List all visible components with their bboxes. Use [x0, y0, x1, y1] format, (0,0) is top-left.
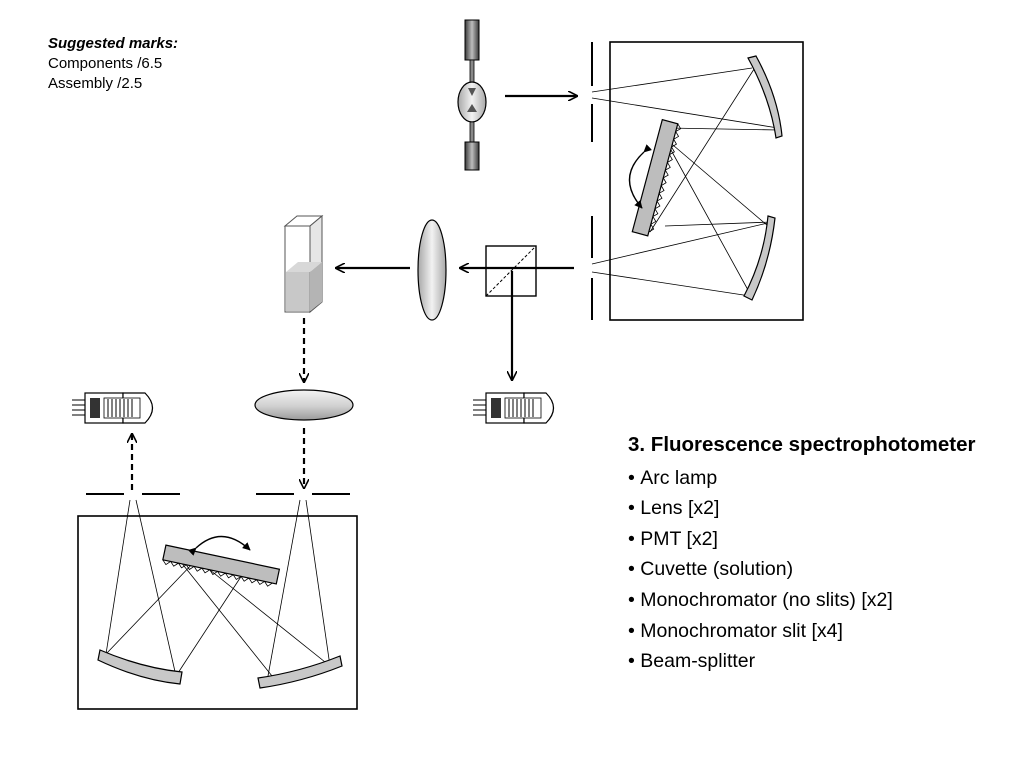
cuvette-icon: [283, 214, 324, 314]
mirror-icon: [743, 215, 776, 301]
list-item: Monochromator (no slits) [x2]: [628, 585, 975, 616]
marks-assembly: Assembly /2.5: [48, 75, 143, 92]
mirror-icon: [257, 655, 343, 689]
excitation-monochromator: [591, 41, 804, 321]
list-item: PMT [x2]: [628, 524, 975, 555]
list-item: Beam-splitter: [628, 646, 975, 677]
emission-monochromator: [77, 493, 358, 710]
list-item: Lens [x2]: [628, 493, 975, 524]
list-item: Arc lamp: [628, 463, 975, 494]
list-item: Monochromator slit [x4]: [628, 616, 975, 647]
lens-icon: [417, 219, 447, 321]
marks-components: Components /6.5: [48, 55, 163, 72]
arc-lamp: [457, 19, 487, 171]
rotation-arrow: [187, 535, 251, 556]
mirror-icon: [747, 55, 783, 139]
mirror-icon: [97, 649, 183, 685]
list-item: Cuvette (solution): [628, 554, 975, 585]
suggested-marks-heading: Suggested marks:: [48, 35, 179, 52]
pmt-detector-icon: [72, 392, 154, 424]
component-list: 3. Fluorescence spectrophotometer Arc la…: [628, 430, 975, 677]
rotation-arrow: [628, 144, 652, 209]
component-list-title: 3. Fluorescence spectrophotometer: [628, 433, 976, 456]
suggested-marks: Suggested marks: Components /6.5 Assembl…: [48, 34, 178, 94]
lens-icon: [254, 389, 354, 421]
pmt-detector-icon: [473, 392, 555, 424]
